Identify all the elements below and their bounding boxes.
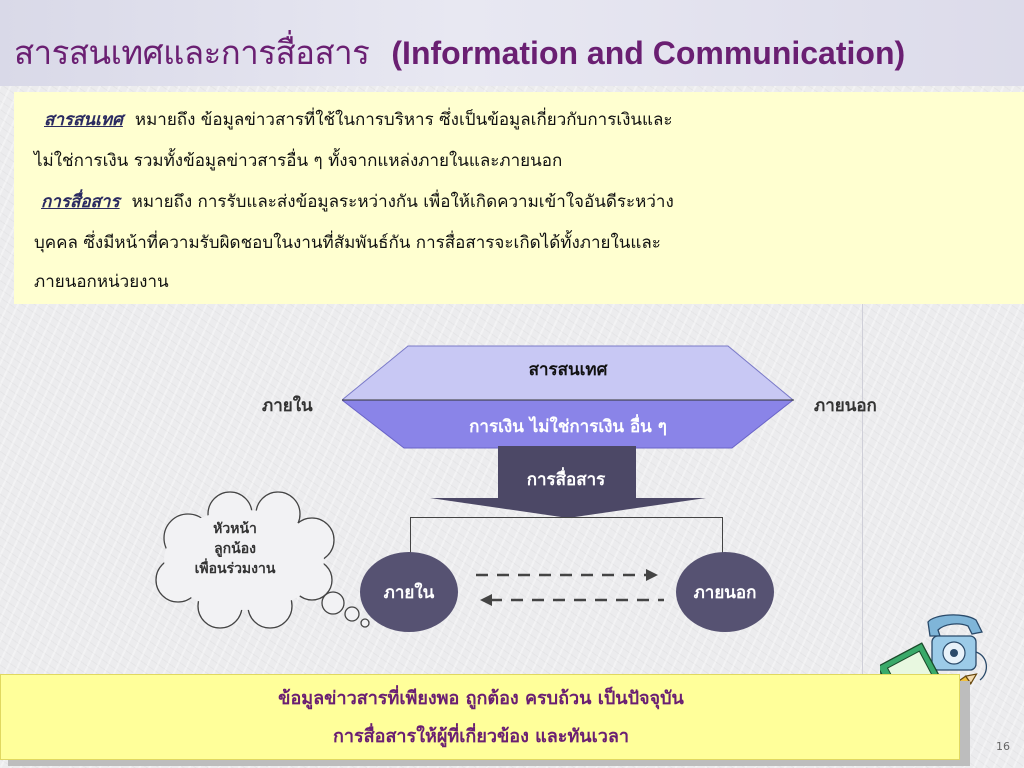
cloud-line-subordinate: ลูกน้อง <box>214 541 256 557</box>
communication-definition-line2: บุคคล ซึ่งมีหน้าที่ความรับผิดชอบในงานที่… <box>34 233 661 253</box>
internal-circle: ภายใน <box>360 552 458 632</box>
cloud-line-colleague: เพื่อนร่วมงาน <box>194 561 276 577</box>
communication-arrow <box>430 446 706 518</box>
external-circle: ภายนอก <box>676 552 774 632</box>
page-number: 16 <box>996 740 1010 753</box>
communication-label: การสื่อสาร <box>526 470 606 490</box>
information-term: สารสนเทศ <box>44 110 123 130</box>
internal-circle-label: ภายใน <box>383 582 435 603</box>
title-thai: สารสนเทศและการสื่อสาร <box>14 33 370 72</box>
bidirectional-dashed-arrows <box>476 569 664 606</box>
definition-box: สารสนเทศหมายถึง ข้อมูลข่าวสารที่ใช้ในการ… <box>14 92 1024 304</box>
right-external-label: ภายนอก <box>814 396 877 416</box>
decorative-divider <box>862 304 863 674</box>
communication-definition-line1: การสื่อสารหมายถึง การรับและส่งข้อมูลระหว… <box>41 192 674 212</box>
communication-term: การสื่อสาร <box>41 192 120 212</box>
information-hexagon <box>342 345 794 449</box>
cloud-line-supervisor: หัวหน้า <box>213 521 257 537</box>
summary-box: ข้อมูลข่าวสารที่เพียงพอ ถูกต้อง ครบถ้วน … <box>0 674 960 760</box>
information-definition-line1: สารสนเทศหมายถึง ข้อมูลข่าวสารที่ใช้ในการ… <box>44 110 673 130</box>
hexagon-top-label: สารสนเทศ <box>528 360 608 380</box>
hexagon-bottom-label: การเงิน ไม่ใช่การเงิน อื่น ๆ <box>469 417 667 437</box>
summary-line1: ข้อมูลข่าวสารที่เพียงพอ ถูกต้อง ครบถ้วน … <box>278 688 684 709</box>
left-internal-label: ภายใน <box>262 396 313 416</box>
information-definition-line2: ไม่ใช่การเงิน รวมทั้งข้อมูลข่าวสารอื่น ๆ… <box>34 151 563 171</box>
title-english: (Information and Communication) <box>391 35 906 71</box>
title-band <box>0 0 1024 86</box>
slide-title: สารสนเทศและการสื่อสาร (Information and Co… <box>14 26 1014 78</box>
communication-definition-line3: ภายนอกหน่วยงาน <box>34 272 169 292</box>
external-circle-label: ภายนอก <box>693 582 757 603</box>
summary-line2: การสื่อสารให้ผู้ที่เกี่ยวข้อง และทันเวลา <box>332 726 630 747</box>
thought-cloud-icon <box>155 491 370 629</box>
connector-bracket <box>410 517 723 555</box>
cloud-text: หัวหน้า ลูกน้อง เพื่อนร่วมงาน <box>160 519 310 579</box>
